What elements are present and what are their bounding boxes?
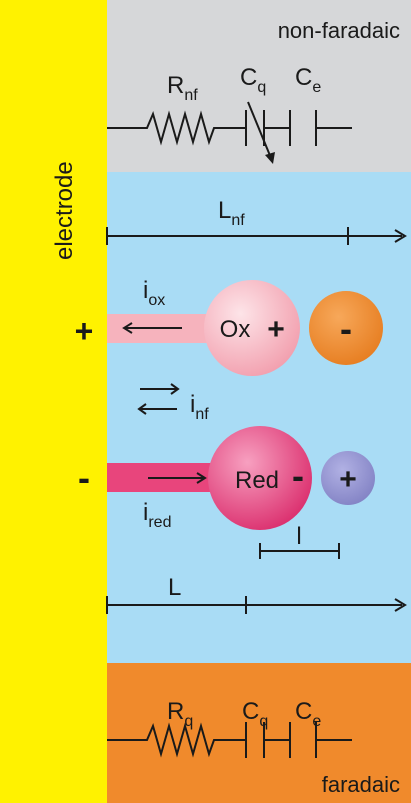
c-e-top-label: Ce [295,64,321,96]
ox-sphere [204,280,300,376]
ox-label: Ox [220,316,251,343]
faradaic-label: faradaic [322,772,400,797]
red-label: Red [235,467,279,494]
c-q-bottom-label: Cq [242,698,268,730]
electrode-bar [0,0,107,803]
faradaic-region [106,663,411,803]
i-nf-label: inf [190,391,209,423]
c-e-bottom-label: Ce [295,698,321,730]
red-charge: - [292,455,304,496]
cation [321,451,375,505]
electrode-label: electrode [51,161,78,260]
l-nf-label: Lnf [218,197,245,229]
variable-capacitor-arrow [247,101,275,164]
l-scale [106,596,407,614]
i-red-arrow [148,472,207,484]
non-faradaic-label: non-faradaic [278,18,400,43]
red-sphere [208,426,312,530]
i-ox-label: iox [143,277,165,309]
r-q-label: Rq [167,698,193,730]
ox-charge: + [267,313,285,346]
solution-region [106,172,411,663]
anion [309,291,383,365]
i-red-label: ired [143,499,171,531]
i-nf-arrows [137,383,180,415]
r-nf-label: Rnf [167,72,198,104]
electrode-minus-sign: - [78,457,90,498]
anion-sign: - [340,308,352,349]
c-q-top-label: Cq [240,64,266,96]
electrode-plus-sign: + [75,313,94,349]
big-l-label: L [168,574,181,601]
small-l-label: l [296,523,301,550]
cation-sign: + [339,463,357,496]
faradaic-circuit [107,722,352,758]
l-nf-scale [106,227,407,245]
non-faradaic-region [106,0,411,172]
i-ox-arrow [122,322,182,334]
small-l-scale [259,543,340,559]
